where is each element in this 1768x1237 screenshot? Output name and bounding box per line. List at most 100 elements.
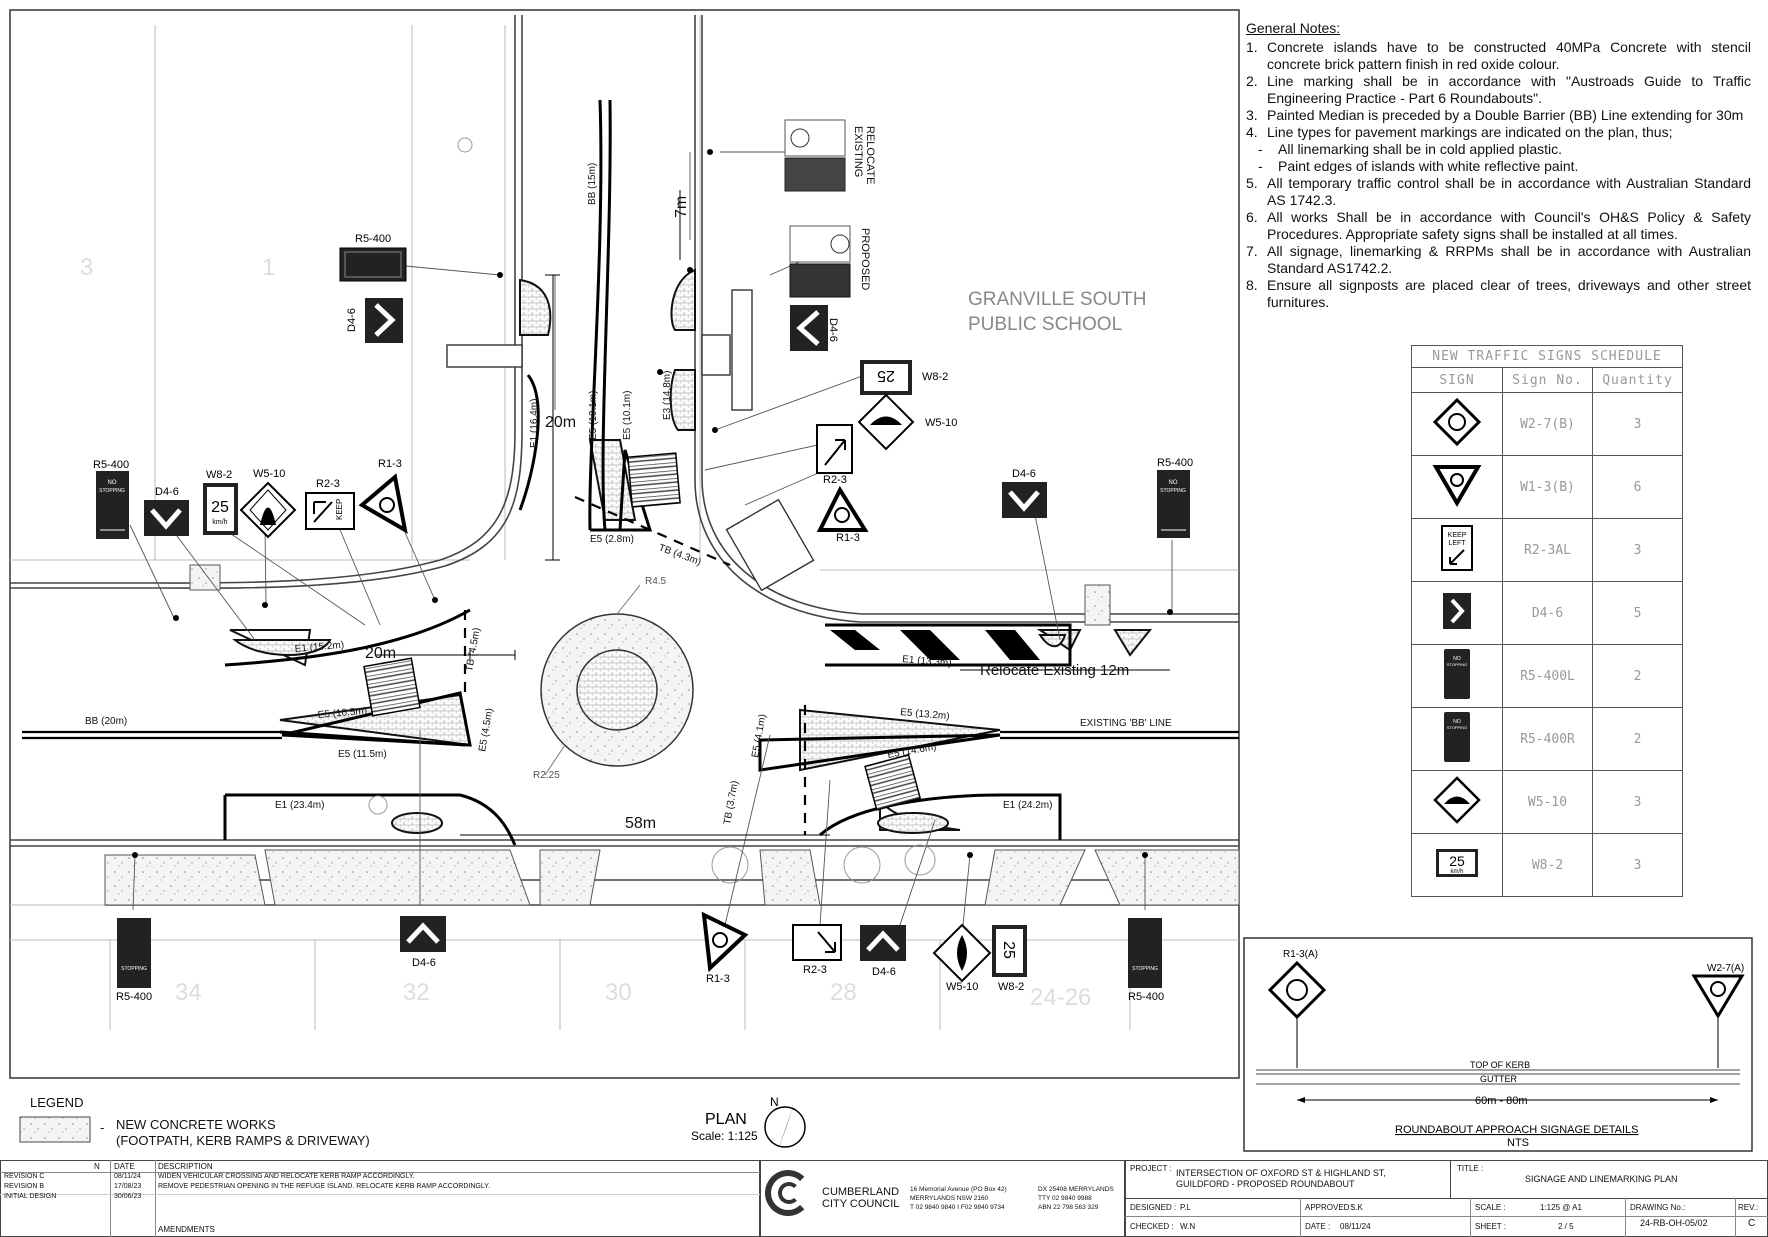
line-e1-133: E1 (13.3m) — [902, 654, 952, 669]
sign-d4-6-right: D4-6 — [1002, 468, 1047, 518]
rev-header-date: DATE — [114, 1162, 135, 1171]
schedule-quantity: 3 — [1592, 518, 1683, 582]
line-tb37: TB (3.7m) — [722, 780, 741, 826]
schedule-header-no: Sign No. — [1502, 367, 1593, 393]
plan-title-text: PLAN — [705, 1111, 747, 1128]
sign-r1-3-bottom: R1-3 — [701, 911, 749, 985]
note-number: 3. — [1246, 107, 1258, 123]
proposed-label: PROPOSED — [859, 228, 871, 290]
general-note-item: 4. Line types for pavement markings are i… — [1246, 124, 1751, 141]
note-text: All temporary traffic control shall be i… — [1267, 175, 1751, 208]
svg-text:D4-6: D4-6 — [155, 486, 179, 498]
roundabout-diamond-icon — [1411, 392, 1503, 456]
svg-text:R5-400: R5-400 — [93, 459, 129, 471]
dim-58m: 58m — [625, 815, 656, 832]
council-address-1: 16 Memorial Avenue (PO Box 42) — [910, 1186, 1007, 1193]
relocate-12m-label: Relocate Existing 12m — [980, 662, 1129, 679]
lot-3: 3 — [80, 254, 93, 281]
schedule-quantity: 6 — [1592, 455, 1683, 519]
line-e3-148: E3 (14.8m) — [662, 371, 673, 420]
approach-detail: R1-3(A) W2-7(A) TOP OF KERB GUTTER 60m -… — [1243, 937, 1753, 1152]
sign-w8-2-tr: W8-2 25 — [860, 360, 948, 395]
schedule-sign-no: R5-400L — [1502, 644, 1593, 708]
dim-20m-vertical: 20m — [545, 414, 576, 431]
general-notes: General Notes: 1.Concrete islands have t… — [1246, 20, 1751, 311]
svg-text:R5-400: R5-400 — [1157, 457, 1193, 469]
general-note-item: 8.Ensure all signposts are placed clear … — [1246, 277, 1751, 311]
svg-text:R5-400: R5-400 — [116, 991, 152, 1003]
schedule-sign-no: R2-3AL — [1502, 518, 1593, 582]
legend-item-line2: (FOOTPATH, KERB RAMPS & DRIVEWAY) — [116, 1133, 370, 1148]
schedule-sign-no: W8-2 — [1502, 833, 1593, 897]
detail-gutter: GUTTER — [1480, 1074, 1517, 1084]
svg-text:R5-400: R5-400 — [1128, 991, 1164, 1003]
approved-value: S.K — [1350, 1203, 1363, 1212]
splitter-islands — [229, 268, 1153, 834]
note-number: 4. — [1246, 124, 1258, 140]
line-tb43: TB (4.3m) — [657, 542, 703, 568]
rev-header-description: DESCRIPTION — [158, 1162, 213, 1171]
council-dx-3: ABN 22 798 563 329 — [1038, 1204, 1099, 1211]
pedestrian-crossings — [363, 452, 922, 811]
note-text: Line marking shall be in accordance with… — [1267, 73, 1751, 106]
svg-text:W5-10: W5-10 — [925, 417, 957, 429]
sign-r2-3-left: R2-3 KEEP — [305, 478, 355, 530]
sign-d4-6-bottom-2: D4-6 — [860, 925, 906, 978]
drawing-title: SIGNAGE AND LINEMARKING PLAN — [1525, 1174, 1678, 1184]
schedule-sign-no: W5-10 — [1502, 770, 1593, 834]
sign-w8-2-left: W8-2 25 km/h — [203, 469, 238, 535]
line-e1-152: E1 (15.2m) — [294, 640, 344, 655]
sign-r5-400-left: R5-400 NO STOPPING — [93, 459, 129, 539]
note-number: 2. — [1246, 73, 1258, 89]
rev-header-n: N — [94, 1162, 100, 1171]
lot-1: 1 — [262, 254, 275, 281]
svg-text:D4-6: D4-6 — [1012, 468, 1036, 480]
detail-title: ROUNDABOUT APPROACH SIGNAGE DETAILS — [1395, 1124, 1638, 1136]
note-text: Line types for pavement markings are ind… — [1267, 124, 1673, 140]
svg-text:D4-6: D4-6 — [412, 957, 436, 969]
svg-text:STOPPING: STOPPING — [1160, 488, 1186, 494]
svg-text:NO: NO — [1453, 719, 1461, 725]
schedule-sign-no: W2-7(B) — [1502, 392, 1593, 456]
radius-r45: R4.5 — [645, 576, 667, 587]
note-text: All signage, linemarking & RRPMs shall b… — [1267, 243, 1751, 276]
note-number: 5. — [1246, 175, 1258, 191]
revision-date: 30/06/23 — [114, 1193, 142, 1200]
sheet-value: 2 / 5 — [1558, 1222, 1574, 1231]
sign-r2-3-tr: R2-3 — [816, 424, 853, 486]
sign-d4-6-bottom-1: D4-6 — [400, 916, 446, 969]
svg-text:D4-6: D4-6 — [827, 318, 839, 342]
svg-text:D4-6: D4-6 — [346, 308, 358, 332]
schedule-sign-no: W1-3(B) — [1502, 455, 1593, 519]
svg-text:D4-6: D4-6 — [872, 966, 896, 978]
checked-value: W.N — [1180, 1222, 1196, 1231]
svg-text:NO: NO — [1453, 656, 1461, 662]
schedule-sign-no: R5-400R — [1502, 707, 1593, 771]
line-tb45: TB (4.5m) — [464, 627, 483, 673]
sign-r5-400-right: R5-400 NO STOPPING — [1157, 457, 1193, 538]
svg-text:STOPPING: STOPPING — [99, 488, 125, 494]
checked-label: CHECKED : — [1130, 1222, 1174, 1231]
dimension-lines — [375, 190, 1170, 836]
revision-name: REVISION B — [4, 1183, 45, 1190]
note-number: 7. — [1246, 243, 1258, 259]
project-line-2: GUILDFORD - PROPOSED ROUNDABOUT — [1176, 1179, 1355, 1189]
line-e1-234: E1 (23.4m) — [275, 800, 324, 811]
drawing-no-label: DRAWING No.: — [1630, 1203, 1686, 1212]
svg-text:R2-3: R2-3 — [316, 478, 340, 490]
svg-text:STOPPING: STOPPING — [1447, 662, 1468, 667]
svg-text:STOPPING: STOPPING — [1447, 725, 1468, 730]
sign-r5-400-bl: STOPPING R5-400 — [116, 918, 152, 1003]
general-note-item: 1.Concrete islands have to be constructe… — [1246, 39, 1751, 73]
edge-linemarking — [223, 99, 1072, 846]
sign-proposed-parking — [789, 225, 851, 298]
svg-text:25: 25 — [211, 499, 229, 516]
existing-bb-label: EXISTING 'BB' LINE — [1080, 718, 1172, 729]
council-logo-icon — [765, 1170, 811, 1216]
svg-text:R1-3: R1-3 — [706, 973, 730, 985]
svg-text:km/h: km/h — [1450, 869, 1463, 875]
